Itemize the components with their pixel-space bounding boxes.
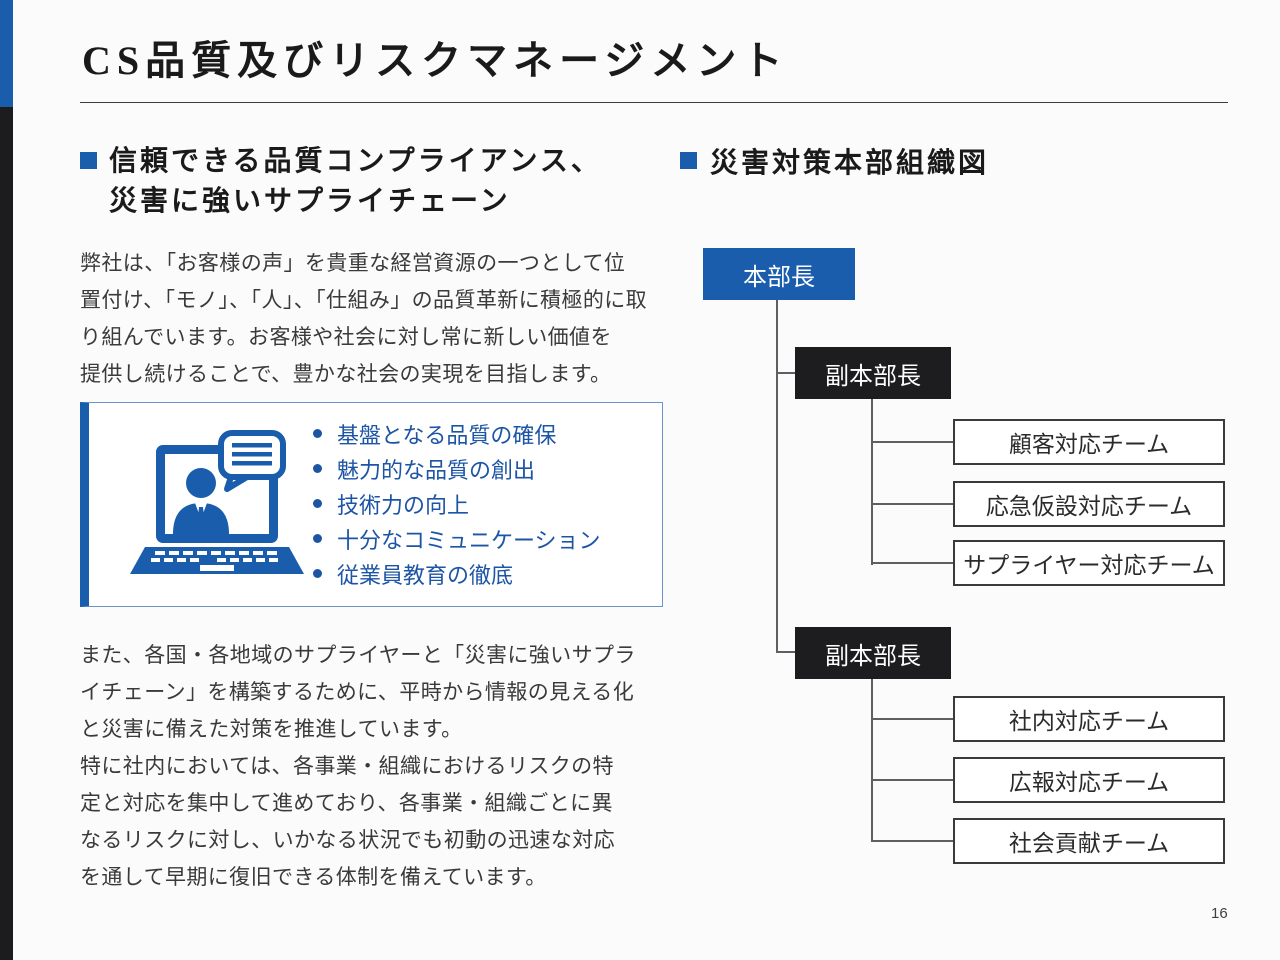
org-connector-stub — [872, 441, 953, 443]
paragraph-1: 弊社は、「お客様の声」を貴重な経営資源の一つとして位 置付け、「モノ」、「人」、… — [80, 245, 688, 393]
paragraph-2-line: と災害に備えた対策を推進しています。 — [80, 718, 463, 741]
org-connector-group2-vertical — [871, 679, 873, 842]
paragraph-1-line: 弊社は、「お客様の声」を貴重な経営資源の一つとして位 — [80, 252, 626, 275]
org-box-fukuhonbucho-2: 副本部長 — [795, 627, 951, 679]
page-number: 16 — [1211, 905, 1228, 922]
org-connector-main-vertical — [776, 300, 778, 653]
paragraph-1-line: 置付け、「モノ」、「人」、「仕組み」の品質革新に積極的に取 — [80, 289, 648, 312]
bullet-dot-icon — [313, 534, 322, 543]
left-accent-bar-blue — [0, 0, 13, 107]
list-item-label: 技術力の向上 — [337, 492, 470, 518]
org-box-fukuhonbucho-1: 副本部長 — [795, 347, 951, 399]
paragraph-2: また、各国・各地域のサプライヤーと「災害に強いサプラ イチェーン」を構築するため… — [80, 637, 688, 896]
paragraph-2-line: 定と対応を集中して進めており、各事業・組織ごとに異 — [80, 792, 613, 815]
org-connector-stub — [872, 840, 953, 842]
paragraph-2-line: イチェーン」を構築するために、平時から情報の見える化 — [80, 681, 635, 704]
left-section-heading: 信頼できる品質コンプライアンス、 災害に強いサプライチェーン — [109, 142, 602, 222]
left-accent-bar-black — [0, 107, 13, 960]
list-item-label: 基盤となる品質の確保 — [337, 422, 557, 448]
bullet-dot-icon — [313, 429, 322, 438]
org-connector-stub — [777, 651, 795, 653]
bullet-dot-icon — [313, 499, 322, 508]
laptop-communication-icon — [130, 430, 304, 574]
left-heading-line2: 災害に強いサプライチェーン — [109, 186, 511, 217]
list-item-label: 魅力的な品質の創出 — [337, 457, 536, 483]
quality-bullet-list: 基盤となる品質の確保 魅力的な品質の創出 技術力の向上 十分なコミュニケーション… — [313, 416, 601, 591]
list-item: 魅力的な品質の創出 — [313, 451, 601, 486]
list-item: 技術力の向上 — [313, 486, 601, 521]
page-title: CS品質及びリスクマネージメント — [82, 38, 789, 83]
list-item-label: 十分なコミュニケーション — [337, 527, 601, 553]
org-connector-stub — [872, 779, 953, 781]
paragraph-1-line: 提供し続けることで、豊かな社会の実現を目指します。 — [80, 363, 612, 386]
quality-highlight-box: 基盤となる品質の確保 魅力的な品質の創出 技術力の向上 十分なコミュニケーション… — [80, 402, 663, 607]
org-box-team: 顧客対応チーム — [953, 419, 1225, 465]
bullet-dot-icon — [313, 464, 322, 473]
square-bullet-icon — [680, 152, 697, 169]
bullet-dot-icon — [313, 569, 322, 578]
org-box-honbucho: 本部長 — [703, 248, 855, 300]
list-item: 基盤となる品質の確保 — [313, 416, 601, 451]
org-box-team: サプライヤー対応チーム — [953, 540, 1225, 586]
paragraph-2-line: を通して早期に復旧できる体制を備えています。 — [80, 866, 547, 889]
org-connector-stub — [777, 372, 795, 374]
title-divider — [80, 102, 1228, 103]
square-bullet-icon — [80, 152, 97, 169]
list-item-label: 従業員教育の徹底 — [337, 562, 514, 588]
org-connector-stub — [872, 562, 953, 564]
paragraph-2-line: なるリスクに対し、いかなる状況でも初動の迅速な対応 — [80, 829, 615, 852]
org-box-team: 広報対応チーム — [953, 757, 1225, 803]
org-connector-stub — [872, 718, 953, 720]
right-section-heading: 災害対策本部組織図 — [710, 148, 990, 179]
list-item: 従業員教育の徹底 — [313, 556, 601, 591]
paragraph-2-line: 特に社内においては、各事業・組織におけるリスクの特 — [80, 755, 614, 778]
left-heading-line1: 信頼できる品質コンプライアンス、 — [109, 146, 602, 177]
org-box-team: 社会貢献チーム — [953, 818, 1225, 864]
org-connector-stub — [872, 503, 953, 505]
org-connector-group1-vertical — [871, 399, 873, 565]
org-box-team: 応急仮設対応チーム — [953, 481, 1225, 527]
paragraph-2-line: また、各国・各地域のサプライヤーと「災害に強いサプラ — [80, 644, 636, 667]
list-item: 十分なコミュニケーション — [313, 521, 601, 556]
org-box-team: 社内対応チーム — [953, 696, 1225, 742]
paragraph-1-line: り組んでいます。お客様や社会に対し常に新しい価値を — [80, 326, 612, 349]
